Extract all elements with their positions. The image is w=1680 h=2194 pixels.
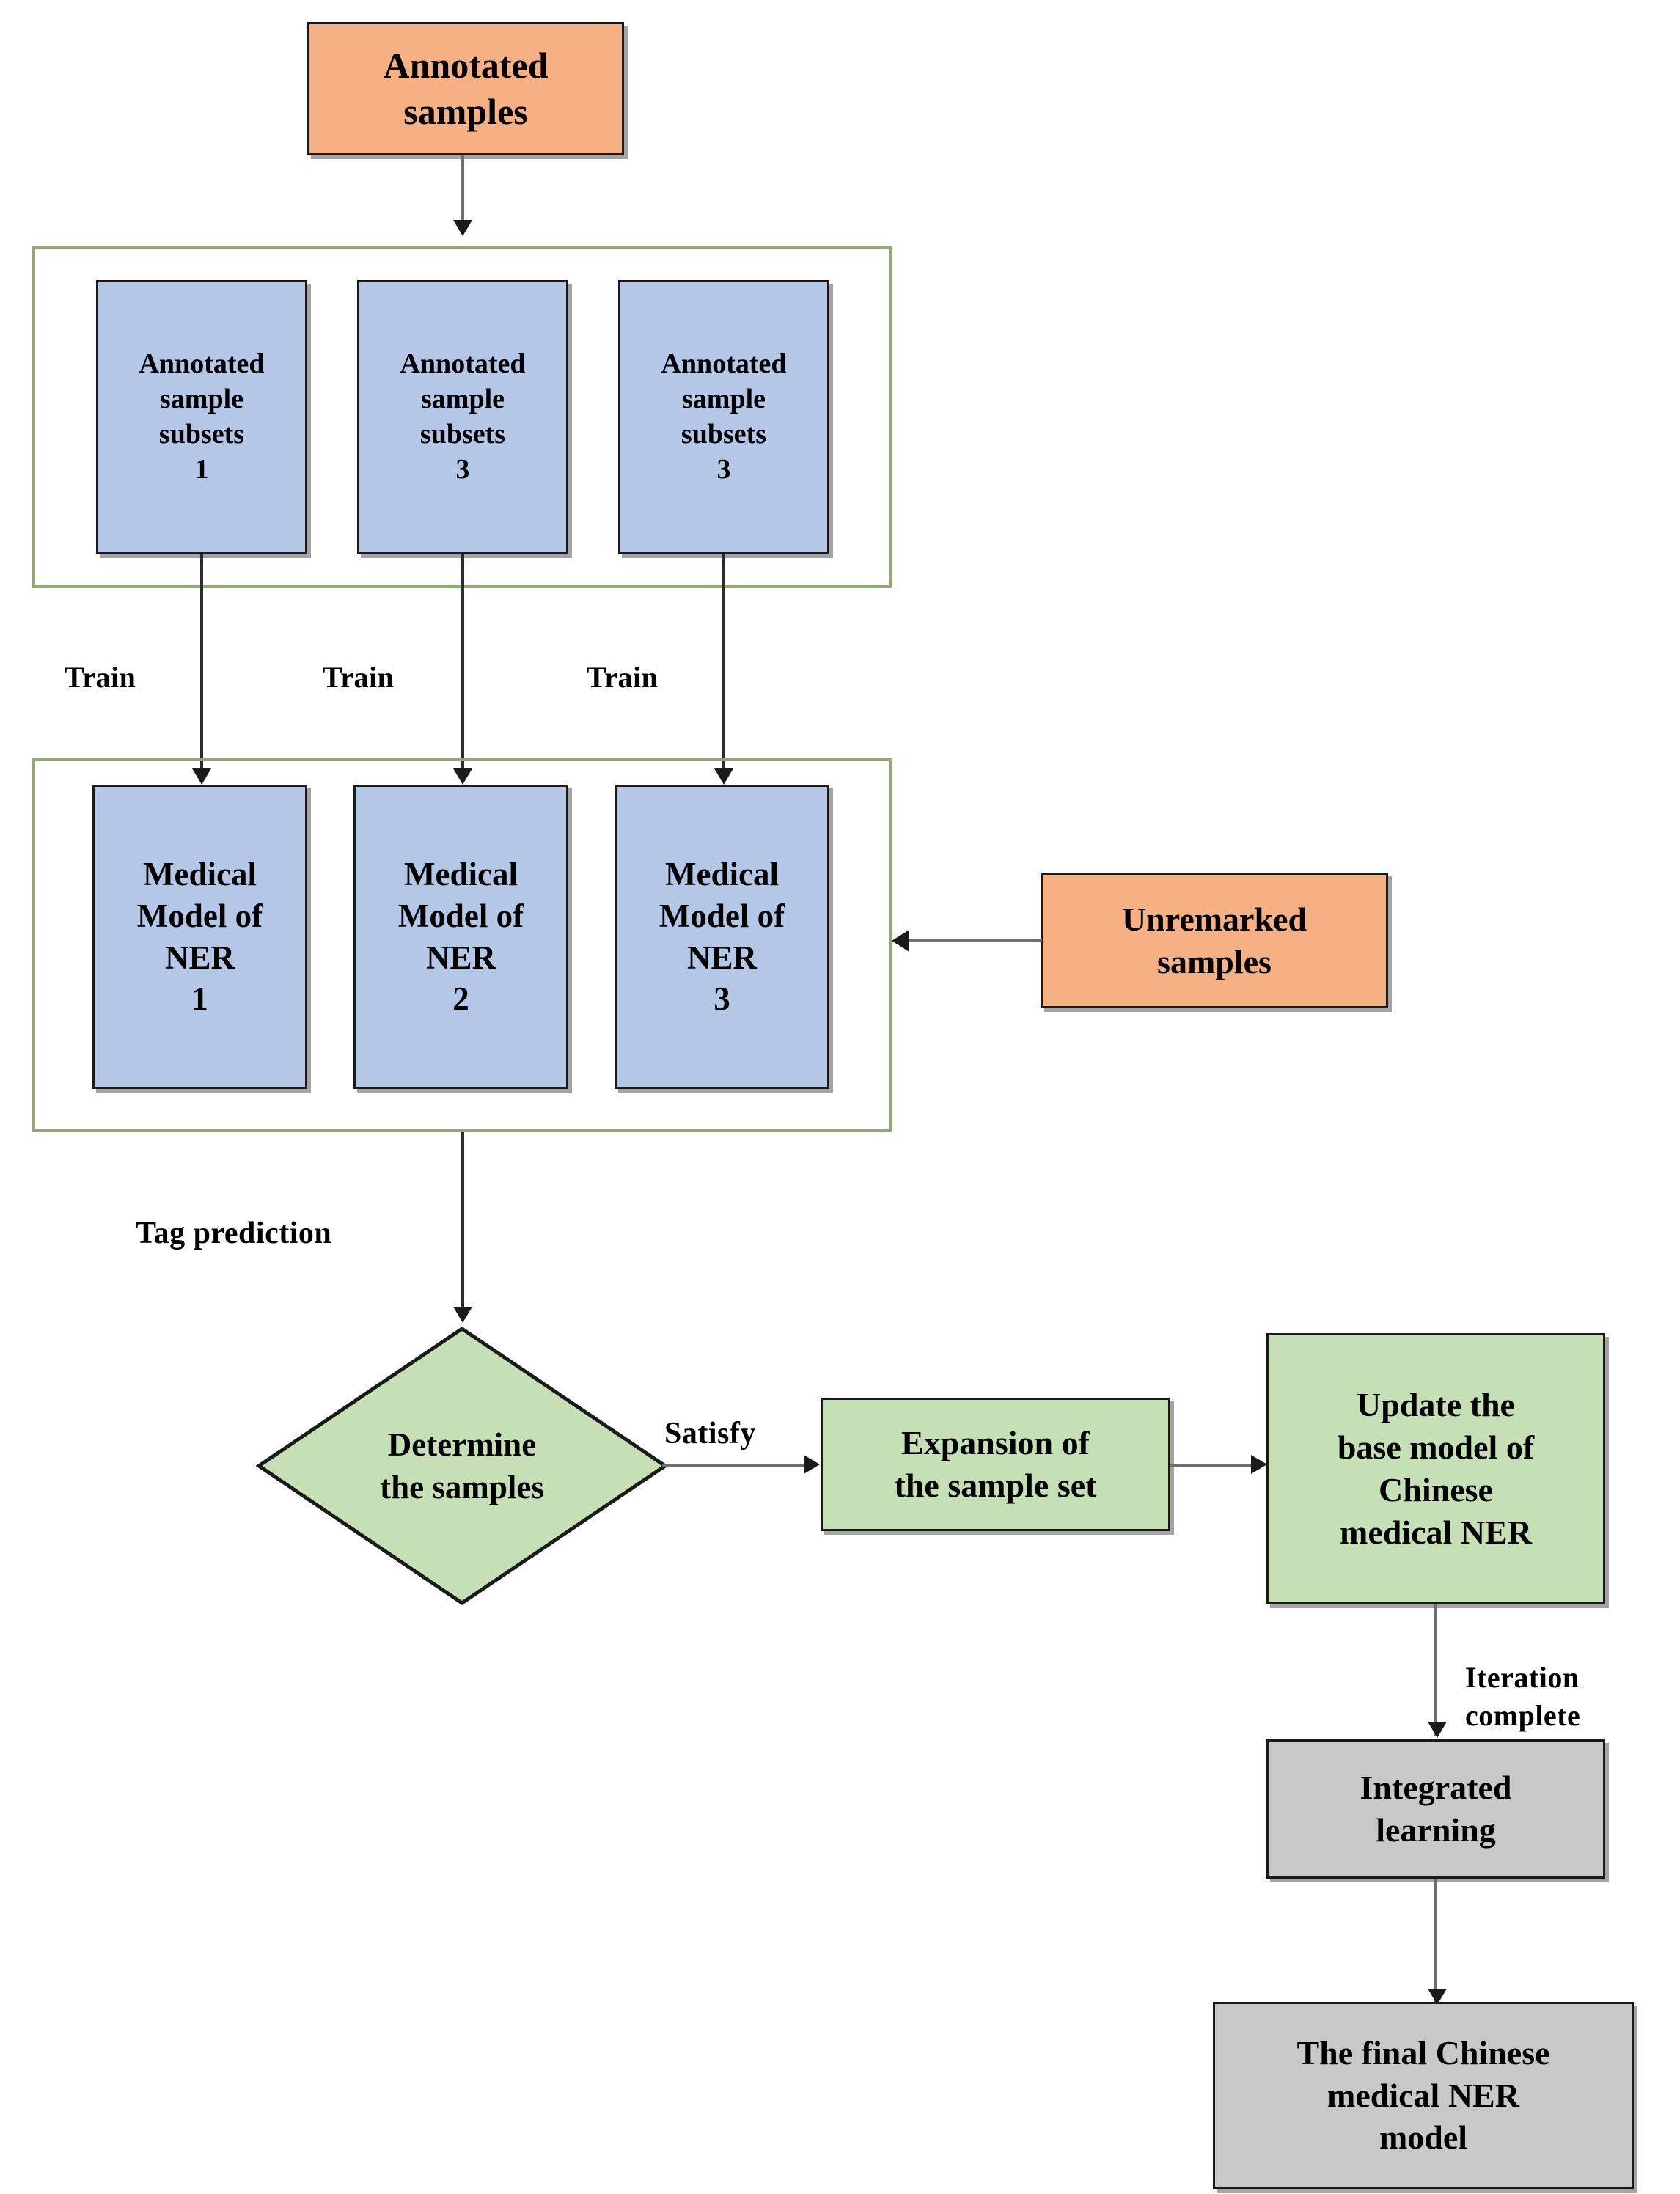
node-model-3-line-1: Medical <box>665 856 779 893</box>
connector-iteration-complete <box>1434 1604 1437 1736</box>
node-model-2-line-4: 2 <box>452 980 469 1018</box>
node-subset-3-line-1: Annotated <box>661 348 787 380</box>
node-expansion-line-1: Expansion of <box>901 1424 1090 1462</box>
edge-label-tag-prediction: Tag prediction <box>136 1217 332 1250</box>
node-subset-3[interactable]: Annotated sample subsets 3 <box>618 280 829 554</box>
node-expansion-line-2: the sample set <box>894 1467 1097 1504</box>
node-subset-2-line-2: sample <box>421 384 505 415</box>
node-final-model-line-2: medical NER <box>1327 2076 1519 2114</box>
node-update-line-4: medical NER <box>1340 1513 1532 1551</box>
node-annotated-samples-line-1: Annotated <box>383 45 549 86</box>
node-subset-1-line-4: 1 <box>194 453 209 485</box>
edge-label-train-3: Train <box>587 661 659 694</box>
node-annotated-samples-line-2: samples <box>403 91 528 132</box>
edge-label-satisfy: Satisfy <box>664 1417 756 1450</box>
arrowhead-iteration-complete <box>1428 1722 1447 1738</box>
arrowhead-tag-prediction <box>453 1307 472 1323</box>
arrowhead-train-3 <box>714 768 733 785</box>
diamond-shape <box>256 1326 668 1606</box>
edge-label-iteration-line-1: Iteration <box>1465 1661 1580 1694</box>
node-model-1-line-4: 1 <box>191 980 208 1018</box>
node-unremarked-samples[interactable]: Unremarked samples <box>1041 873 1388 1008</box>
arrowhead-annotated-to-subsets <box>453 220 472 236</box>
node-model-1-line-3: NER <box>164 939 235 976</box>
node-model-1-line-1: Medical <box>143 856 257 893</box>
arrowhead-train-1 <box>192 768 211 785</box>
connector-integrated-to-final <box>1434 1879 1437 2003</box>
node-integrated-learning-line-1: Integrated <box>1360 1769 1512 1807</box>
connector-train-1 <box>200 554 203 778</box>
node-subset-2-line-1: Annotated <box>400 348 526 380</box>
node-model-1-line-2: Model of <box>136 897 263 934</box>
node-subset-3-line-4: 3 <box>716 453 731 485</box>
arrowhead-train-2 <box>453 768 472 785</box>
connector-expansion-to-update <box>1170 1464 1258 1467</box>
node-model-3-line-4: 3 <box>714 980 730 1018</box>
node-subset-3-line-3: subsets <box>681 419 767 450</box>
edge-label-iteration-complete: Iteration complete <box>1465 1621 1580 1735</box>
node-unremarked-samples-line-1: Unremarked <box>1121 900 1307 938</box>
node-final-chinese-medical-ner-model[interactable]: The final Chinese medical NER model <box>1213 2002 1634 2189</box>
node-model-2[interactable]: Medical Model of NER 2 <box>353 785 568 1089</box>
node-model-2-line-1: Medical <box>404 856 518 893</box>
node-subset-1-line-1: Annotated <box>139 348 265 380</box>
node-subset-3-line-2: sample <box>682 384 766 415</box>
node-update-base-model[interactable]: Update the base model of Chinese medical… <box>1266 1333 1605 1604</box>
node-determine-the-samples[interactable]: Determine the samples <box>256 1326 668 1606</box>
edge-label-iteration-line-2: complete <box>1465 1699 1581 1732</box>
node-subset-2[interactable]: Annotated sample subsets 3 <box>357 280 568 554</box>
node-model-3-line-2: Model of <box>659 897 785 934</box>
node-determine-line-2: the samples <box>380 1469 544 1505</box>
edge-label-train-1: Train <box>65 661 136 694</box>
node-integrated-learning[interactable]: Integrated learning <box>1266 1739 1605 1879</box>
arrowhead-satisfy <box>804 1455 820 1474</box>
connector-satisfy <box>662 1464 813 1467</box>
node-update-line-1: Update the <box>1357 1386 1515 1424</box>
node-model-1[interactable]: Medical Model of NER 1 <box>92 785 307 1089</box>
node-model-2-line-3: NER <box>425 939 496 976</box>
node-subset-1[interactable]: Annotated sample subsets 1 <box>96 280 307 554</box>
node-annotated-samples[interactable]: Annotated samples <box>307 22 624 155</box>
node-subset-2-line-4: 3 <box>455 453 470 485</box>
node-model-3[interactable]: Medical Model of NER 3 <box>615 785 829 1089</box>
node-model-3-line-3: NER <box>686 939 757 976</box>
node-determine-line-1: Determine <box>387 1426 537 1463</box>
connector-tag-prediction <box>461 1132 464 1316</box>
arrowhead-unremarked-to-models <box>892 930 909 952</box>
connector-unremarked-to-models <box>906 939 1042 942</box>
arrowhead-expansion-to-update <box>1251 1455 1267 1474</box>
node-integrated-learning-line-2: learning <box>1376 1811 1496 1849</box>
connector-annotated-to-subsets <box>461 155 464 229</box>
node-update-line-3: Chinese <box>1379 1471 1493 1508</box>
connector-train-2 <box>461 554 464 778</box>
node-update-line-2: base model of <box>1337 1428 1535 1467</box>
node-final-model-line-1: The final Chinese <box>1296 2033 1550 2072</box>
node-expansion-of-sample-set[interactable]: Expansion of the sample set <box>821 1398 1170 1531</box>
arrowhead-integrated-to-final <box>1428 1989 1447 2005</box>
node-model-2-line-2: Model of <box>397 897 524 934</box>
group-medical-ner-models <box>32 758 892 1132</box>
node-unremarked-samples-line-2: samples <box>1157 942 1272 980</box>
node-final-model-line-3: model <box>1379 2118 1468 2157</box>
node-subset-1-line-2: sample <box>160 384 243 415</box>
node-subset-2-line-3: subsets <box>419 419 506 450</box>
connector-train-3 <box>722 554 725 778</box>
edge-label-train-2: Train <box>323 661 395 694</box>
node-subset-1-line-3: subsets <box>158 419 245 450</box>
